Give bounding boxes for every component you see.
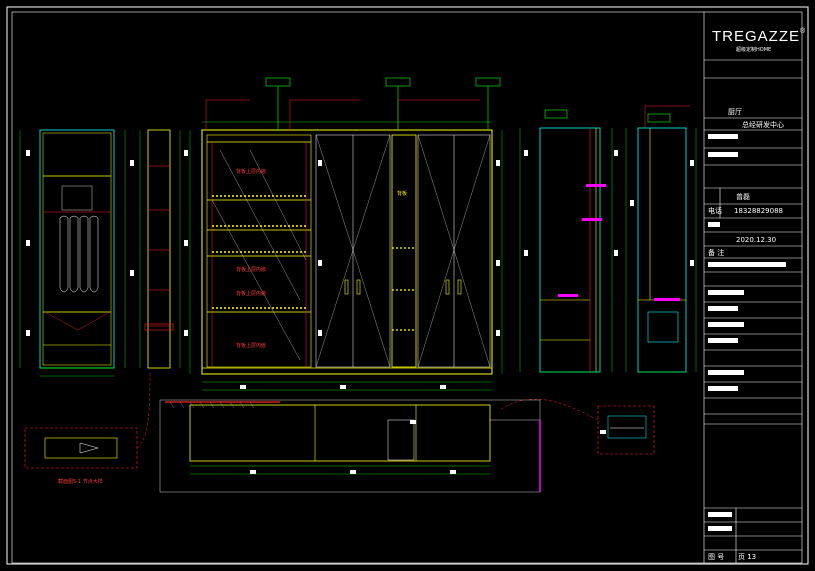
person-name: 曾磊 [736, 193, 750, 201]
detail-left [24, 371, 151, 469]
shelf-label-2: 背板上层内嵌 [236, 267, 267, 273]
dimension-ticks [26, 150, 694, 474]
magenta-shelves-2 [654, 298, 680, 301]
green-tags [265, 77, 671, 130]
detail-callout-label: 截面图5-1 节点大样 [58, 479, 103, 485]
elevation-left-cabinet [19, 129, 126, 377]
sheet-inner-border [11, 11, 803, 564]
room-name: 厨厅 [728, 108, 742, 116]
brand-logo: TREGAZZE® [712, 28, 806, 45]
phone-number: 18328829088 [734, 207, 783, 215]
title-block-fields [708, 134, 786, 531]
title-block [703, 12, 802, 563]
detail-right [499, 398, 655, 455]
red-leader-lines [205, 99, 690, 130]
date-value: 2020.12.30 [736, 236, 777, 244]
shelf-label-3: 背板上层内嵌 [236, 291, 267, 297]
sheet-value: 页 13 [738, 553, 757, 561]
notes-label: 备 注 [708, 249, 725, 257]
sheet-label: 图 号 [708, 553, 725, 561]
shelf-label-1: 背板上层内嵌 [236, 169, 267, 175]
shelf-label-4: 背板上层内嵌 [236, 343, 267, 349]
brand-registered-mark: ® [800, 28, 807, 35]
magenta-shelves-1 [558, 184, 606, 297]
side-section-left [139, 129, 181, 369]
plan-view [159, 399, 541, 493]
brand-name: TREGAZZE [712, 28, 801, 45]
main-elevation [189, 121, 503, 391]
side-section-right-2 [625, 127, 697, 373]
back-panel-label: 背板 [397, 191, 408, 197]
plan-hatch [169, 401, 255, 409]
phone-label: 电话 [708, 207, 722, 215]
sheet-outer-border [6, 6, 809, 565]
side-section-right-1 [519, 127, 613, 373]
brand-subtitle: 超级定制HOME [736, 47, 772, 53]
project-line: 总经研发中心 [742, 121, 784, 129]
